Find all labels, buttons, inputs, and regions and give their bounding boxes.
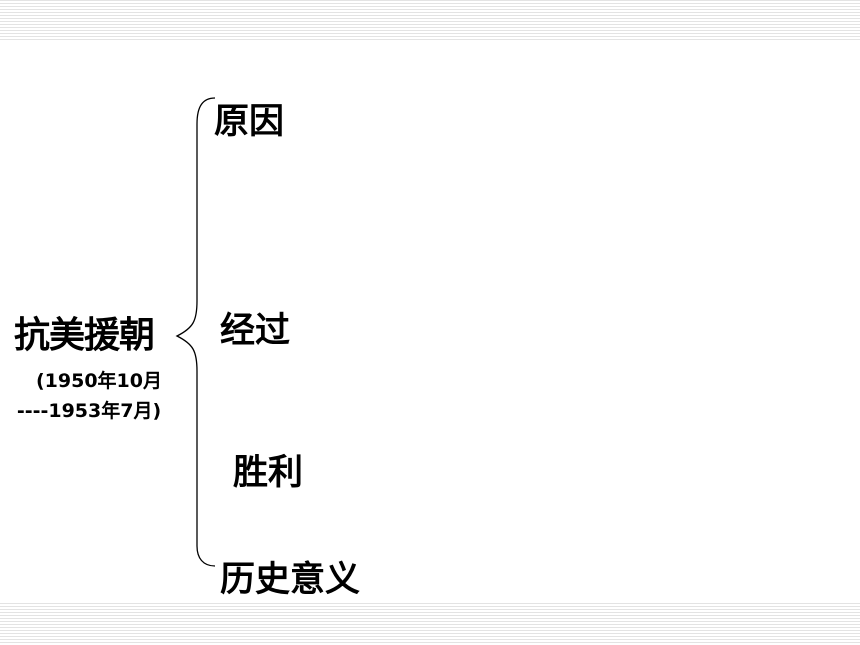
branch-process: 经过	[220, 311, 291, 351]
bottom-stripe-band	[0, 603, 860, 645]
topic-dates-start: (1950年10月	[35, 370, 162, 392]
top-stripe-band	[0, 0, 860, 42]
branch-significance: 历史意义	[220, 560, 361, 600]
topic-dates: (1950年10月 ----1953年7月)	[0, 366, 198, 426]
branch-victory: 胜利	[233, 453, 304, 493]
topic-dates-end: ----1953年7月)	[16, 400, 162, 422]
branch-cause: 原因	[214, 102, 285, 142]
curly-brace	[175, 97, 216, 567]
topic-title: 抗美援朝	[14, 315, 155, 356]
